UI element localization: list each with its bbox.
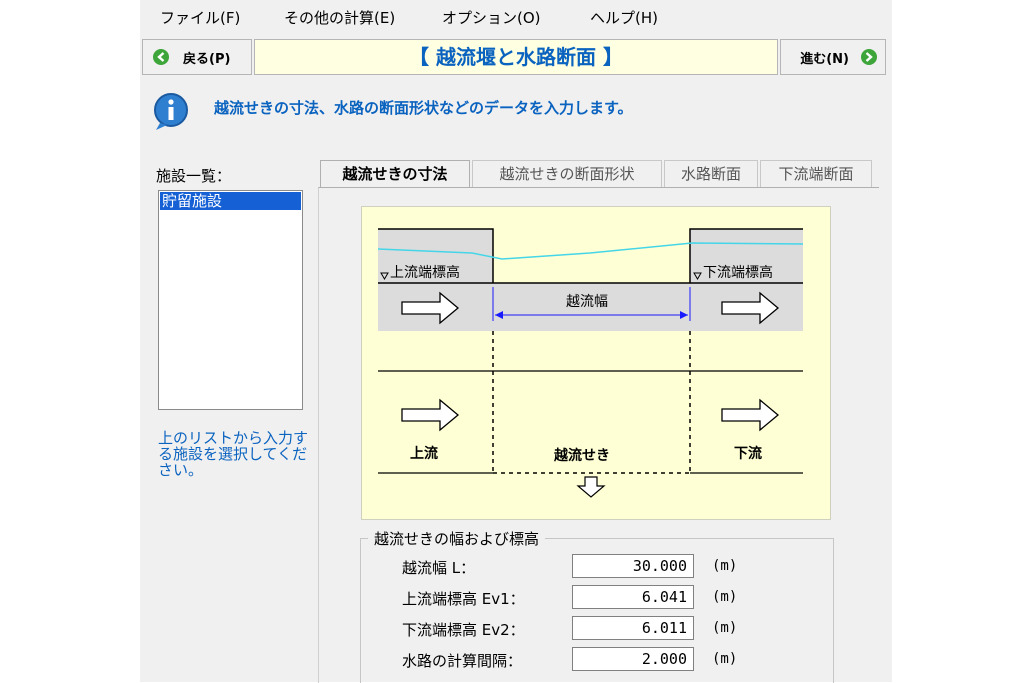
weir-label: 越流せき <box>554 448 610 464</box>
upstream-flow-arrow-icon <box>401 291 460 325</box>
nav-bar: 戻る(P) 【 越流堰と水路断面 】 進む(N) <box>140 37 892 79</box>
tab-downstream-section[interactable]: 下流端断面 <box>760 160 872 188</box>
facility-hint: 上のリストから入力する施設を選択してください。 <box>158 429 309 479</box>
back-button[interactable]: 戻る(P) <box>142 39 252 75</box>
info-message: 越流せきの寸法、水路の断面形状などのデータを入力します。 <box>214 99 633 117</box>
upstream-label: 上流 <box>410 446 438 462</box>
downstream-elevation-input[interactable]: 6.011 <box>572 616 694 640</box>
calc-interval-field-label: 水路の計算間隔： <box>402 652 523 670</box>
weir-dimension-group-label: 越流せきの幅および標高 <box>368 528 546 549</box>
calc-interval-input[interactable]: 2.000 <box>572 647 694 671</box>
app-window: ファイル(F) その他の計算(E) オプション(O) ヘルプ(H) 戻る(P) … <box>140 0 892 683</box>
weir-width-field-label: 越流幅 L： <box>402 559 476 577</box>
calc-interval-unit: (m) <box>712 651 738 667</box>
menu-options[interactable]: オプション(O) <box>442 9 541 27</box>
upstream-elevation-input[interactable]: 6.041 <box>572 585 694 609</box>
back-button-label: 戻る(P) <box>183 51 231 67</box>
menu-other-calc[interactable]: その他の計算(E) <box>284 9 396 27</box>
menu-file[interactable]: ファイル(F) <box>160 9 241 27</box>
facility-list[interactable]: 貯留施設 <box>158 190 303 410</box>
tab-panel <box>318 187 879 683</box>
weir-width-unit: (m) <box>712 558 738 574</box>
downstream-label: 下流 <box>734 446 762 462</box>
upstream-elevation-label: 上流端標高 <box>390 265 460 281</box>
upstream-elevation-unit: (m) <box>712 589 738 605</box>
tab-channel-section[interactable]: 水路断面 <box>664 160 758 188</box>
upstream-elevation-field-label: 上流端標高 Ev1： <box>402 590 525 608</box>
weir-width-input[interactable]: 30.000 <box>572 554 694 578</box>
downstream-flow-arrow-icon <box>721 291 780 325</box>
downstream-elevation-unit: (m) <box>712 620 738 636</box>
next-arrow-icon <box>861 49 877 65</box>
next-button[interactable]: 進む(N) <box>780 39 886 75</box>
weir-width-label: 越流幅 <box>566 294 608 310</box>
back-arrow-icon <box>153 49 169 65</box>
weir-dimension-group <box>360 538 834 683</box>
page-title: 【 越流堰と水路断面 】 <box>254 39 778 75</box>
upstream-plan-arrow-icon <box>401 398 460 432</box>
downstream-elevation-field-label: 下流端標高 Ev2： <box>402 621 525 639</box>
facility-list-label: 施設一覧： <box>156 167 232 185</box>
tab-weir-dimensions[interactable]: 越流せきの寸法 <box>320 160 470 188</box>
weir-diagram: 上流端標高 下流端標高 越流幅 上流 越流せき 下流 <box>361 206 831 520</box>
downstream-elevation-label: 下流端標高 <box>703 265 773 281</box>
down-arrow-icon <box>576 476 606 498</box>
tab-weir-section[interactable]: 越流せきの断面形状 <box>472 160 662 188</box>
menu-help[interactable]: ヘルプ(H) <box>590 9 658 27</box>
menu-bar: ファイル(F) その他の計算(E) オプション(O) ヘルプ(H) <box>140 0 892 32</box>
next-button-label: 進む(N) <box>800 51 849 67</box>
downstream-plan-arrow-icon <box>721 398 780 432</box>
info-icon <box>152 91 188 130</box>
list-item[interactable]: 貯留施設 <box>160 192 301 210</box>
weir-diagram-svg <box>377 228 804 498</box>
